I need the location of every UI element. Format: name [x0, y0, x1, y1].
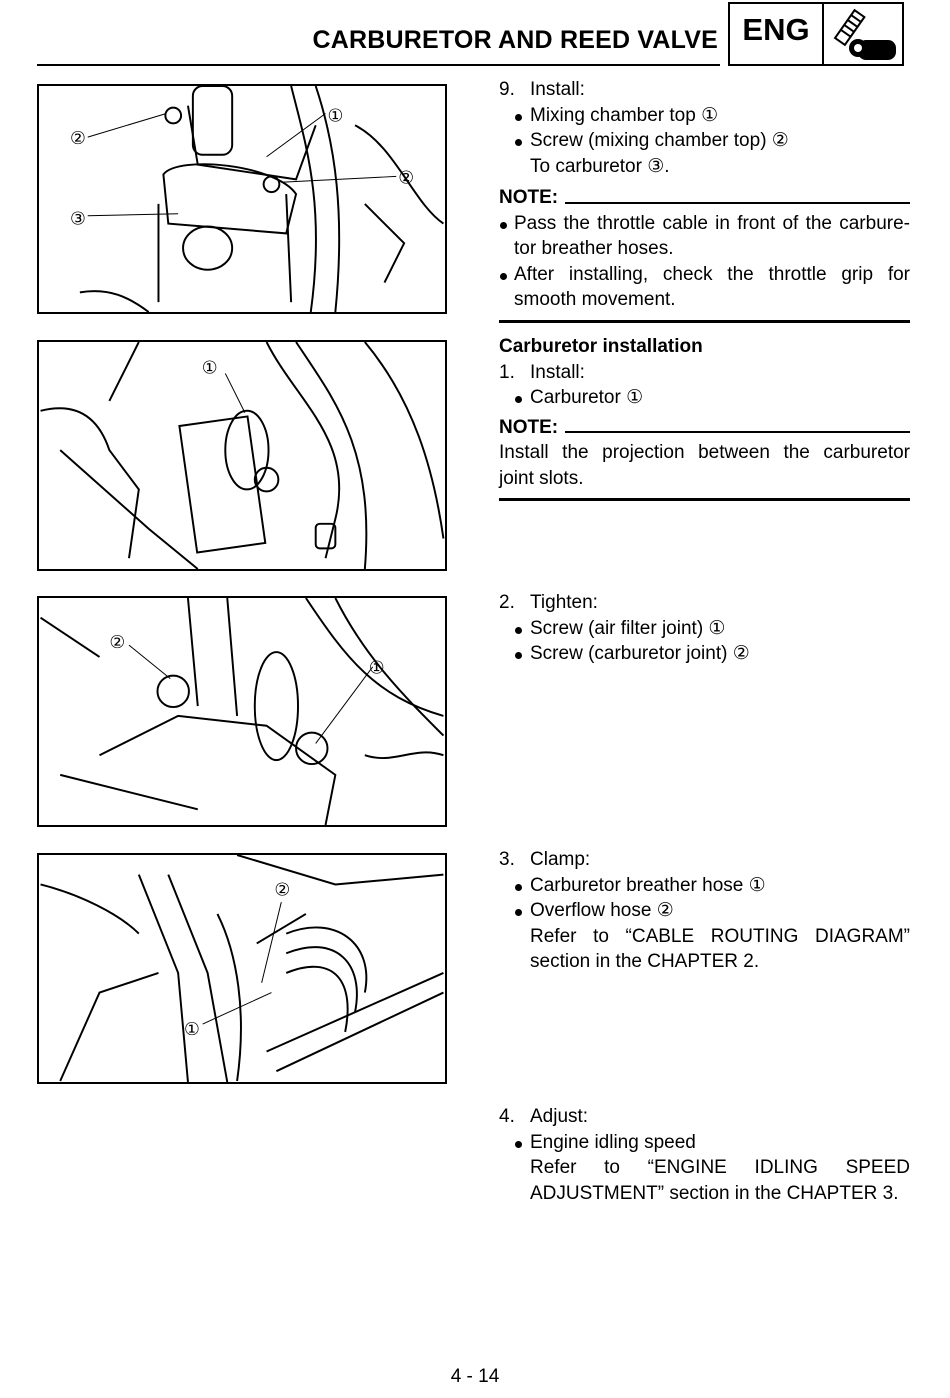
note-end-rule: [499, 319, 910, 323]
note-text: Install the projection between the carbu…: [499, 440, 910, 491]
page-number: 4 - 14: [450, 1366, 500, 1387]
figure-screw-tighten: ② ①: [37, 596, 447, 827]
note-text: smooth movement.: [514, 289, 676, 310]
step-1-heading: 1. Install:: [499, 360, 910, 386]
figure-callouts: ② ①: [184, 880, 290, 1040]
step-3-block: 3. Clamp: Carburetor breather hose ① Over…: [499, 847, 910, 975]
section-tab-label: ENG: [742, 12, 810, 47]
list-item: Mixing chamber top ①: [499, 103, 910, 129]
callout-1: ①: [369, 659, 385, 679]
figure-hose-clamp: ② ①: [37, 853, 447, 1084]
step-number: 2.: [499, 592, 515, 613]
list-item: Carburetor ①: [499, 385, 910, 411]
section-tab-divider: [822, 4, 824, 64]
step-action: Tighten:: [530, 592, 598, 613]
note-text: tor breather hoses.: [514, 238, 674, 259]
list-item: Engine idling speed: [499, 1130, 910, 1156]
step-4-block: 4. Adjust: Engine idling speed Refer to “…: [499, 1104, 910, 1206]
reference-line: Refer to “CABLE ROUTING DIAGRAM”: [499, 924, 910, 950]
carburetor-installation-block: Carburetor installation 1. Install: Carbu…: [499, 334, 910, 501]
list-item-text: Carburetor ①: [530, 387, 644, 408]
list-item-text: Engine idling speed: [530, 1131, 696, 1153]
list-item-text: Carburetor breather hose ①: [530, 874, 766, 896]
callout-2a: ②: [70, 129, 86, 149]
step-number: 3.: [499, 849, 515, 870]
note-heading: NOTE:: [499, 185, 910, 211]
figure-callouts: ② ① ③ ②: [70, 106, 414, 229]
reference-line: Refer to “ENGINE IDLING SPEED: [499, 1155, 910, 1181]
mixing-chamber-illustration: ② ① ③ ②: [70, 86, 444, 312]
figure-carburetor-install: ①: [37, 340, 447, 571]
step-9-block: 9. Install: Mixing chamber top ① Screw (m…: [499, 77, 910, 323]
callout-1: ①: [184, 1020, 200, 1040]
list-item: Overflow hose ②: [499, 898, 910, 924]
list-item: Screw (mixing chamber top) ②: [499, 128, 910, 154]
reference-text: Refer to “CABLE ROUTING DIAGRAM”: [530, 925, 910, 947]
figure-callouts: ② ①: [109, 633, 384, 679]
list-item: Screw (carburetor joint) ②: [499, 641, 910, 667]
step-action: Install:: [530, 361, 585, 383]
list-item-text: Screw (carburetor joint) ②: [530, 643, 750, 664]
note-text: Pass the throttle cable in front of the …: [514, 212, 910, 234]
step-action: Adjust:: [530, 1106, 589, 1127]
step-2-block: 2. Tighten: Screw (air filter joint) ① Sc…: [499, 590, 910, 667]
note-line: joint slots.: [499, 467, 584, 489]
note-end-rule: [499, 498, 910, 501]
list-item: Screw (air filter joint) ①: [499, 616, 910, 642]
list-item-text: Screw (air filter joint) ①: [530, 617, 726, 639]
callout-2: ②: [274, 880, 290, 900]
reference-line: section in the CHAPTER 2.: [530, 951, 760, 972]
list-item-text: Mixing chamber top ①: [530, 104, 719, 126]
callout-3: ③: [70, 210, 86, 230]
note-text: After installing, check the throttle gri…: [514, 263, 910, 285]
list-item-text: Overflow hose ②: [530, 900, 674, 921]
step-4-heading: 4. Adjust:: [499, 1104, 910, 1130]
list-item: Carburetor breather hose ①: [499, 873, 910, 899]
page-title: CARBURETOR AND REED VALVE: [312, 26, 718, 54]
hose-clamp-illustration: ② ①: [40, 855, 444, 1082]
step-number: 4.: [499, 1106, 515, 1127]
section-tab: ENG: [728, 2, 904, 66]
engine-wrench-icon: [833, 8, 896, 60]
step-number: 1.: [499, 361, 515, 383]
note-label: NOTE:: [499, 187, 559, 208]
callout-2b: ②: [398, 168, 414, 188]
callout-2: ②: [109, 633, 125, 653]
figure-mixing-chamber: ② ① ③ ②: [37, 84, 447, 314]
reference-text: Refer to “ENGINE IDLING SPEED: [530, 1157, 910, 1178]
note-line: Install the projection between the carbu…: [499, 442, 910, 463]
list-item-continuation: To carburetor ③.: [530, 155, 670, 177]
step-9-heading: 9. Install:: [499, 77, 910, 103]
note-heading: NOTE:: [499, 415, 910, 441]
step-action: Clamp:: [530, 849, 591, 870]
step-3-heading: 3. Clamp:: [499, 847, 910, 873]
step-action: Install:: [530, 79, 585, 100]
section-heading: Carburetor installation: [499, 336, 703, 357]
header-rule: [37, 64, 720, 66]
note-item: After installing, check the throttle gri…: [499, 262, 910, 313]
screw-tighten-illustration: ② ①: [40, 598, 445, 825]
callout-1: ①: [202, 358, 218, 378]
reference-line: ADJUSTMENT” section in the CHAPTER 3.: [530, 1182, 899, 1204]
note-item: Pass the throttle cable in front of the …: [499, 211, 910, 262]
step-2-heading: 2. Tighten:: [499, 590, 910, 616]
step-number: 9.: [499, 79, 515, 100]
note-label: NOTE:: [499, 416, 559, 438]
carburetor-install-illustration: ①: [40, 342, 445, 569]
list-item-text: Screw (mixing chamber top) ②: [530, 130, 789, 151]
callout-1: ①: [327, 106, 343, 126]
